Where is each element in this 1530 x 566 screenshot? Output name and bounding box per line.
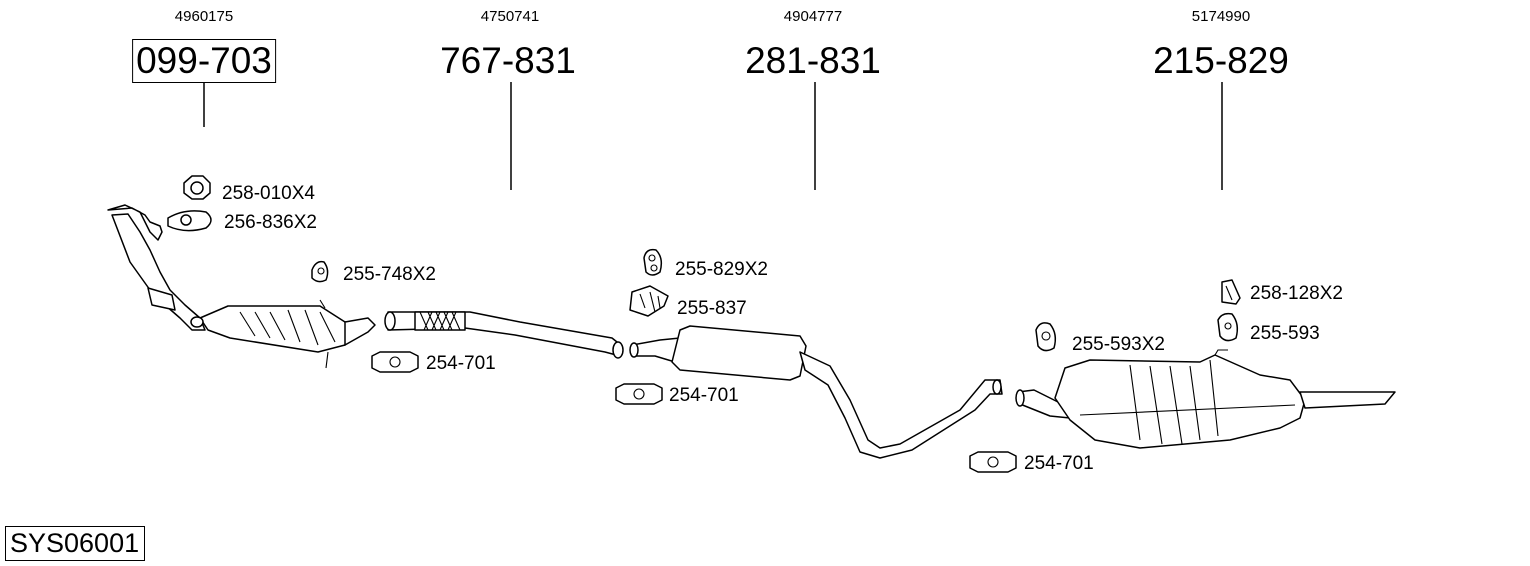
clamp-icon[interactable]: [969, 451, 1017, 473]
middle-silencer-drawing[interactable]: [629, 325, 1003, 459]
oe-number: 4904777: [783, 8, 843, 25]
accessory-label[interactable]: 254-701: [669, 385, 739, 406]
front-pipe-catalyst-drawing[interactable]: [107, 204, 376, 369]
intermediate-pipe-drawing[interactable]: [384, 311, 624, 359]
nut-icon[interactable]: [183, 175, 211, 200]
oe-number: 4750741: [480, 8, 540, 25]
part-number[interactable]: 281-831: [745, 40, 881, 81]
accessory-label[interactable]: 255-837: [677, 298, 747, 319]
gasket-icon[interactable]: [167, 210, 212, 232]
clamp-icon[interactable]: [371, 351, 419, 373]
accessory-label[interactable]: 255-829X2: [675, 259, 768, 280]
accessory-label[interactable]: 255-748X2: [343, 264, 436, 285]
bracket-icon[interactable]: [629, 285, 669, 317]
part-number[interactable]: 215-829: [1153, 40, 1289, 81]
accessory-label[interactable]: 254-701: [426, 353, 496, 374]
part-number[interactable]: 767-831: [440, 40, 576, 81]
rear-silencer-drawing[interactable]: [1015, 349, 1396, 449]
oe-number: 5174990: [1191, 8, 1251, 25]
rubber-mount-icon[interactable]: [311, 260, 329, 283]
rubber-mount-icon[interactable]: [643, 248, 663, 276]
rubber-mount-icon[interactable]: [1035, 322, 1057, 352]
accessory-label[interactable]: 256-836X2: [224, 212, 317, 233]
rubber-mount-icon[interactable]: [1217, 312, 1239, 342]
clamp-icon[interactable]: [615, 383, 663, 405]
accessory-label[interactable]: 258-010X4: [222, 183, 315, 204]
part-number-selected[interactable]: 099-703: [132, 39, 276, 83]
accessory-label[interactable]: 254-701: [1024, 453, 1094, 474]
accessory-label[interactable]: 255-593X2: [1072, 334, 1165, 355]
oe-number: 4960175: [174, 8, 234, 25]
system-code: SYS06001: [5, 526, 146, 561]
accessory-label[interactable]: 255-593: [1250, 323, 1320, 344]
bracket-icon[interactable]: [1221, 279, 1241, 305]
accessory-label[interactable]: 258-128X2: [1250, 283, 1343, 304]
